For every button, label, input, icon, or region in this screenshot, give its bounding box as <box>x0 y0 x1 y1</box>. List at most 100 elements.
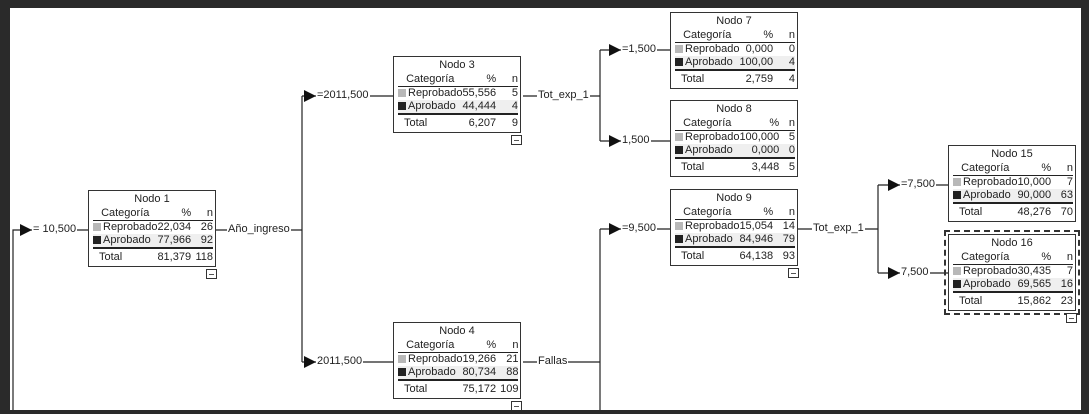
count-cell: 92 <box>195 234 213 249</box>
total-percent-cell: 81,379 <box>157 251 192 263</box>
column-header-percent: % <box>1017 251 1056 265</box>
node-stats-table: Categoría % n Reprobado 100,000 5 Aproba… <box>675 117 795 176</box>
column-header-category: Categoría <box>93 207 158 221</box>
column-header-n: n <box>500 339 519 353</box>
collapse-toggle[interactable] <box>511 401 522 410</box>
node-row-total: Total 64,138 93 <box>675 247 795 265</box>
count-cell: 26 <box>200 221 213 233</box>
node-row-total: Total 48,276 70 <box>953 203 1073 221</box>
column-header-percent: % <box>739 29 778 43</box>
tree-node-9[interactable]: Nodo 9 Categoría % n Reprobado 15,054 14… <box>670 189 798 266</box>
total-percent-cell: 3,448 <box>751 161 780 173</box>
collapse-toggle[interactable] <box>1066 313 1077 323</box>
arrow-icon <box>888 179 900 191</box>
node-stats-table: Categoría % n Reprobado 30,435 7 Aprobad… <box>953 251 1073 310</box>
percent-cell: 15,054 <box>739 220 774 232</box>
category-label: Reprobado <box>963 265 1018 277</box>
node-row-pass: Aprobado 100,00 4 <box>675 56 795 71</box>
tree-node-15[interactable]: Nodo 15 Categoría % n Reprobado 10,000 7… <box>948 145 1076 222</box>
node-stats-table: Categoría % n Reprobado 19,266 21 Aproba… <box>398 339 519 398</box>
percent-cell: 55,556 <box>462 87 497 99</box>
category-label: Reprobado <box>685 220 740 232</box>
node-header-row: Categoría % n <box>953 251 1073 265</box>
category-label: Aprobado <box>408 100 456 112</box>
total-percent-cell: 48,276 <box>1017 206 1052 218</box>
tree-node-16[interactable]: Nodo 16 Categoría % n Reprobado 30,435 7… <box>944 230 1080 315</box>
count-cell: 14 <box>782 220 795 232</box>
category-label: Reprobado <box>685 131 740 143</box>
category-cell: Reprobado <box>675 43 739 57</box>
column-header-category: Categoría <box>675 29 740 43</box>
node-title: Nodo 1 <box>134 193 170 205</box>
node-row-fail: Reprobado 22,034 26 <box>93 221 213 235</box>
node-title: Nodo 16 <box>991 237 1033 249</box>
arrow-icon <box>609 44 621 56</box>
node-stats-table: Categoría % n Reprobado 22,034 26 Aproba… <box>93 207 213 266</box>
column-header-percent: % <box>157 207 196 221</box>
category-label: Reprobado <box>963 176 1018 188</box>
category-cell: Aprobado <box>398 366 463 381</box>
total-count-cell: 9 <box>511 117 518 129</box>
total-percent-cell: 64,138 <box>739 250 774 262</box>
fail-swatch-icon <box>675 133 683 141</box>
category-cell: Reprobado <box>398 353 462 367</box>
node-row-pass: Aprobado 90,000 63 <box>953 189 1073 204</box>
category-cell: Aprobado <box>93 234 158 249</box>
fail-swatch-icon <box>953 178 961 186</box>
arrow-icon <box>20 224 32 236</box>
total-label: Total <box>681 161 705 173</box>
column-header-n: n <box>1055 251 1073 265</box>
category-cell: Reprobado <box>93 221 157 235</box>
total-percent-cell: 2,759 <box>745 73 774 85</box>
pass-swatch-icon <box>675 146 683 154</box>
column-header-n: n <box>1055 162 1073 176</box>
count-cell: 79 <box>777 233 795 248</box>
node-row-total: Total 75,172 109 <box>398 380 518 398</box>
total-percent-cell: 15,862 <box>1017 295 1052 307</box>
percent-cell: 77,966 <box>157 234 196 249</box>
percent-cell: 0,000 <box>745 43 774 55</box>
collapse-toggle[interactable] <box>788 268 799 278</box>
pass-swatch-icon <box>675 235 683 243</box>
collapse-toggle[interactable] <box>206 269 217 279</box>
total-label: Total <box>99 251 123 263</box>
count-cell: 7 <box>1066 265 1073 277</box>
column-header-percent: % <box>462 73 501 87</box>
percent-cell: 44,444 <box>462 100 501 115</box>
arrow-icon <box>888 267 900 279</box>
column-header-n: n <box>783 117 795 131</box>
category-label: Aprobado <box>103 234 151 246</box>
total-count-cell: 118 <box>195 251 213 263</box>
total-label: Total <box>681 250 705 262</box>
count-cell: 0 <box>783 144 795 159</box>
tree-node-1[interactable]: Nodo 1 Categoría % n Reprobado 22,034 26… <box>88 190 216 267</box>
percent-cell: 84,946 <box>739 233 778 248</box>
total-label: Total <box>959 295 983 307</box>
pass-swatch-icon <box>675 58 683 66</box>
tree-node-3[interactable]: Nodo 3 Categoría % n Reprobado 55,556 5 … <box>393 56 521 133</box>
arrow-icon <box>609 223 621 235</box>
category-cell: Aprobado <box>675 233 740 248</box>
total-count-cell: 5 <box>788 161 795 173</box>
percent-cell: 10,000 <box>1017 176 1052 188</box>
node-stats-table: Categoría % n Reprobado 55,556 5 Aprobad… <box>398 73 518 132</box>
tree-node-7[interactable]: Nodo 7 Categoría % n Reprobado 0,000 0 A… <box>670 12 798 89</box>
pass-swatch-icon <box>953 280 961 288</box>
node-row-fail: Reprobado 55,556 5 <box>398 87 518 101</box>
node-row-total: Total 3,448 5 <box>675 158 795 176</box>
split-variable-label: Año_ingreso <box>227 223 291 236</box>
node-title: Nodo 8 <box>716 103 752 115</box>
column-header-category: Categoría <box>675 206 740 220</box>
node-stats-table: Categoría % n Reprobado 0,000 0 Aprobado… <box>675 29 795 88</box>
count-cell: 5 <box>788 131 795 143</box>
node-header-row: Categoría % n <box>675 206 795 220</box>
collapse-toggle[interactable] <box>511 135 522 145</box>
node-row-fail: Reprobado 100,000 5 <box>675 131 795 145</box>
pass-swatch-icon <box>93 236 101 244</box>
tree-node-4[interactable]: Nodo 4 Categoría % n Reprobado 19,266 21… <box>393 322 521 399</box>
node-row-pass: Aprobado 84,946 79 <box>675 233 795 248</box>
tree-node-8[interactable]: Nodo 8 Categoría % n Reprobado 100,000 5… <box>670 100 798 177</box>
column-header-n: n <box>500 73 518 87</box>
node-row-fail: Reprobado 10,000 7 <box>953 176 1073 190</box>
category-cell: Reprobado <box>953 176 1017 190</box>
